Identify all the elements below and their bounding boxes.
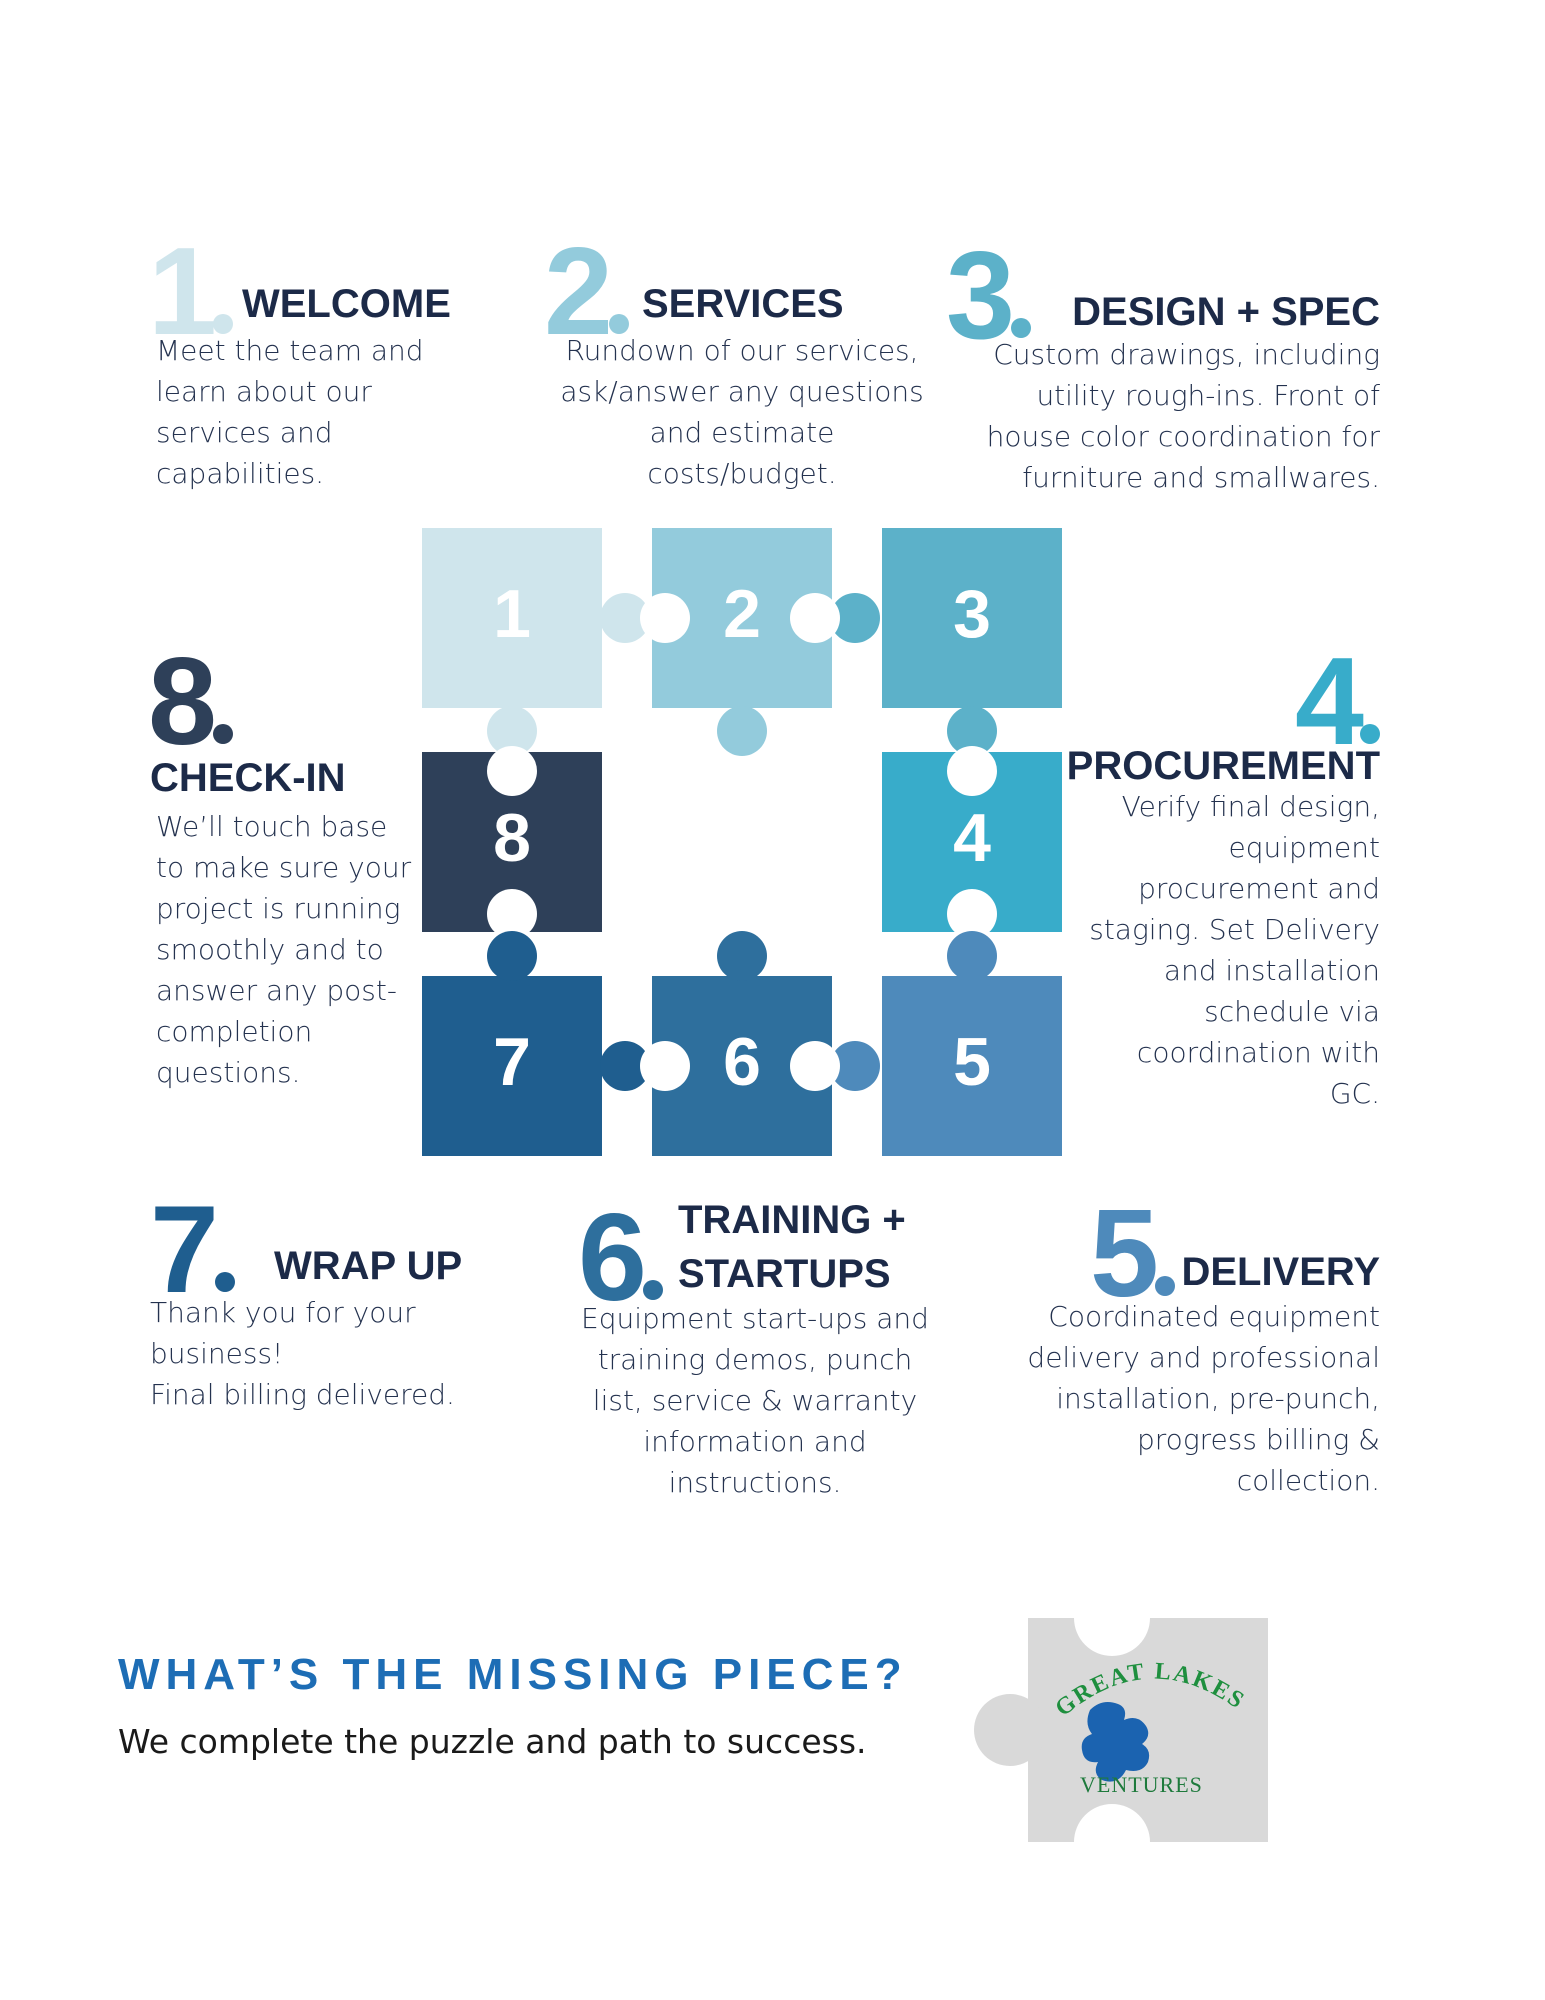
puzzle-piece-3-label: 3: [953, 576, 991, 652]
step-3-desc: Custom drawings, including utility rough…: [986, 338, 1380, 494]
step-8-number: 8: [148, 633, 217, 771]
step-1-number: 1: [148, 223, 217, 361]
step-8-dot: [212, 724, 233, 744]
step-1-desc: Meet the team and learn about our servic…: [156, 334, 424, 490]
step-2-title: SERVICES: [642, 282, 844, 326]
step-7-desc: Thank you for your business! Final billi…: [150, 1296, 455, 1411]
step-8-title: CHECK-IN: [150, 756, 346, 800]
puzzle-hole-8-bottom: [487, 889, 537, 939]
puzzle-piece-4-label: 4: [953, 800, 991, 876]
puzzle-knob-7-top: [487, 931, 537, 981]
step-4-desc: Verify final design, equipment procureme…: [1089, 790, 1380, 1110]
step-6-title: TRAINING + STARTUPS: [678, 1198, 906, 1296]
step-2-dot: [608, 314, 629, 334]
step-6-number: 6: [578, 1189, 647, 1327]
step-4: 4: [1240, 640, 1380, 764]
step-1: 1: [148, 230, 233, 354]
puzzle-piece-5-label: 5: [953, 1024, 991, 1100]
step-8-desc: We’ll touch base to make sure your proje…: [156, 810, 412, 1089]
step-6-desc: Equipment start-ups and training demos, …: [581, 1302, 929, 1499]
step-3-title: DESIGN + SPEC: [1072, 290, 1380, 334]
puzzle-piece-8-label: 8: [493, 800, 531, 876]
svg-text:GREAT LAKES: GREAT LAKES: [1051, 1658, 1250, 1721]
puzzle-hole-3-left: [790, 593, 840, 643]
step-7-number: 7: [150, 1181, 219, 1319]
step-6: 6: [578, 1196, 663, 1320]
step-7-title: WRAP UP: [274, 1244, 463, 1288]
logo-arc-text: GREAT LAKES: [1051, 1658, 1250, 1721]
puzzle-hole-8-top: [487, 746, 537, 796]
logo-bottom-text: VENTURES: [1080, 1772, 1203, 1797]
puzzle-knob-6-top: [717, 931, 767, 981]
step-5: 5: [1090, 1192, 1175, 1316]
logo-puzzle-shape: [974, 1618, 1268, 1842]
step-8: 8: [148, 640, 233, 764]
step-5-number: 5: [1090, 1185, 1159, 1323]
missing-piece-heading: WHAT’S THE MISSING PIECE?: [118, 1650, 908, 1699]
puzzle-piece-3: 3: [882, 528, 1062, 708]
puzzle-knob-2-bottom: [717, 706, 767, 756]
missing-piece-subtitle: We complete the puzzle and path to succe…: [118, 1722, 867, 1761]
puzzle-hole-4-bottom: [947, 889, 997, 939]
puzzle-piece-2-label: 2: [723, 576, 761, 652]
step-3-dot: [1010, 318, 1031, 338]
puzzle-hole-2-left: [640, 593, 690, 643]
step-4-dot: [1360, 724, 1380, 744]
puzzle-piece-1-label: 1: [493, 576, 531, 652]
step-5-desc: Coordinated equipment delivery and profe…: [1027, 1300, 1380, 1497]
step-6-dot: [642, 1280, 663, 1300]
step-3: 3: [946, 234, 1031, 358]
puzzle-piece-7: 7: [422, 976, 602, 1156]
step-4-title: PROCUREMENT: [1066, 744, 1380, 788]
puzzle-piece-7-label: 7: [493, 1024, 531, 1100]
puzzle-hole-4-top: [947, 746, 997, 796]
logo-puzzle-piece: GREAT LAKES VENTURES: [970, 1600, 1270, 1860]
step-7: 7: [150, 1188, 235, 1312]
step-2: 2: [544, 230, 629, 354]
step-2-number: 2: [544, 223, 613, 361]
step-1-dot: [212, 314, 233, 334]
step-1-title: WELCOME: [242, 282, 451, 326]
puzzle-piece-5: 5: [882, 976, 1062, 1156]
puzzle-piece-1: 1: [422, 528, 602, 708]
step-5-title: DELIVERY: [1181, 1250, 1380, 1294]
step-7-dot: [214, 1272, 235, 1292]
step-5-dot: [1154, 1276, 1175, 1296]
step-4-number: 4: [1295, 633, 1364, 771]
puzzle-hole-5-left: [790, 1041, 840, 1091]
puzzle-hole-6-left: [640, 1041, 690, 1091]
puzzle-knob-5-top: [947, 931, 997, 981]
step-3-number: 3: [946, 227, 1015, 365]
step-2-desc: Rundown of our services, ask/answer any …: [560, 334, 924, 490]
puzzle-piece-6-label: 6: [723, 1024, 761, 1100]
